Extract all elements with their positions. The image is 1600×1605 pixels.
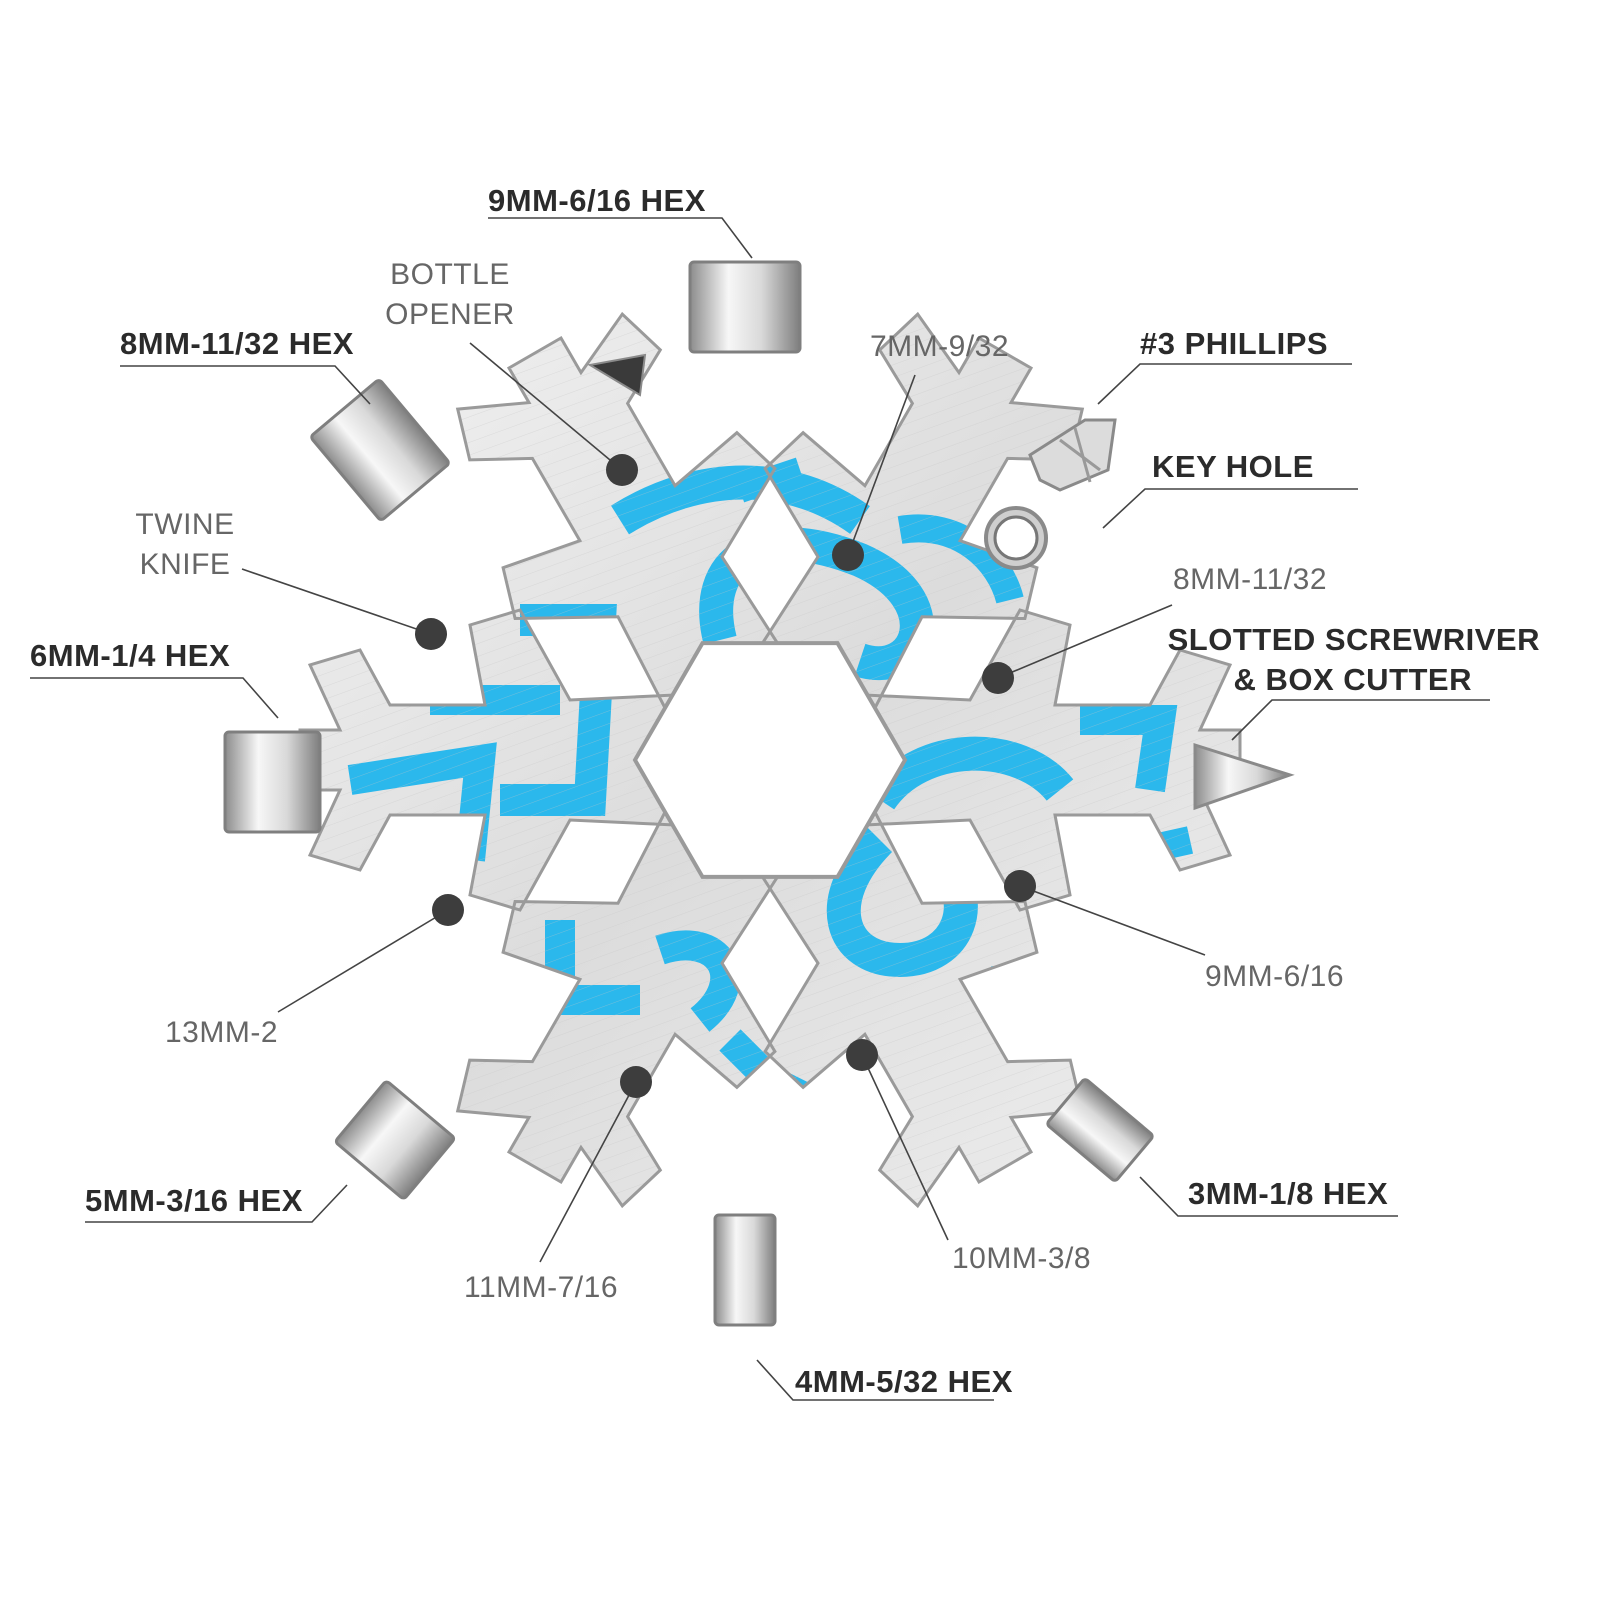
leader-slotted-screwdriver: [1231, 699, 1490, 741]
leader-13mm-wrench: [277, 909, 449, 1013]
leader-bottle-opener: [469, 342, 623, 471]
label-7mm-wrench: 7MM-9/32: [870, 330, 1010, 363]
dot-9mm-wrench: [1004, 870, 1036, 902]
label-twine-knife-line2: KNIFE: [139, 548, 231, 581]
label-twine-knife: TWINE KNIFE: [120, 505, 250, 585]
hex-bits: [223, 260, 1154, 1327]
dot-bottle-opener: [606, 454, 638, 486]
label-bottle-opener-line2: OPENER: [385, 298, 515, 331]
label-slotted-line1: SLOTTED SCREWRIVER: [1167, 622, 1540, 657]
leader-twine-knife: [241, 568, 432, 635]
label-key-hole: KEY HOLE: [1152, 449, 1314, 484]
blue-stripe: [413, 518, 477, 572]
label-13mm-wrench: 13MM-2: [165, 1016, 279, 1049]
dot-13mm-wrench: [432, 894, 464, 926]
leader-5mm-hex: [85, 1184, 348, 1223]
label-twine-knife-line1: TWINE: [135, 508, 235, 541]
label-3mm-hex: 3MM-1/8 HEX: [1188, 1176, 1389, 1211]
leader-9mm-hex-top: [488, 217, 753, 259]
label-slotted-line2: & BOX CUTTER: [1233, 662, 1472, 697]
leader-8mm-hex: [120, 365, 371, 405]
blue-stripe: [988, 966, 1092, 1004]
label-8mm-hex: 8MM-11/32 HEX: [120, 326, 354, 361]
key-hole-icon: [984, 506, 1048, 570]
leader-9mm-wrench: [1019, 885, 1206, 956]
hex-bit-9mm-icon: [688, 260, 802, 354]
leader-6mm-hex: [30, 677, 279, 719]
label-bottle-opener-line1: BOTTLE: [390, 258, 510, 291]
label-9mm-hex-top: 9MM-6/16 HEX: [488, 183, 706, 218]
leader-3mm-hex: [1139, 1176, 1398, 1217]
hex-bit-6mm-icon: [223, 730, 322, 834]
leader-10mm-wrench: [861, 1054, 949, 1241]
leader-7mm-wrench: [847, 374, 916, 556]
dot-7mm-wrench: [832, 539, 864, 571]
label-4mm-hex: 4MM-5/32 HEX: [795, 1364, 1013, 1399]
label-9mm-wrench: 9MM-6/16: [1205, 960, 1345, 993]
label-8mm-wrench: 8MM-11/32: [1173, 563, 1328, 596]
hex-bit-8mm-icon: [310, 379, 450, 521]
hex-bit-5mm-icon: [334, 1080, 456, 1200]
label-bottle-opener: BOTTLE OPENER: [370, 255, 530, 335]
label-5mm-hex: 5MM-3/16 HEX: [85, 1183, 303, 1218]
slotted-screwdriver-tip-icon: [1193, 742, 1295, 811]
leader-phillips: [1097, 363, 1352, 405]
label-slotted-screwdriver: SLOTTED SCREWRIVER & BOX CUTTER: [1120, 620, 1540, 700]
bottle-opener-blade-icon: [587, 353, 647, 397]
label-10mm-wrench: 10MM-3/8: [952, 1242, 1092, 1275]
dot-10mm-wrench: [846, 1039, 878, 1071]
blue-stripe: [378, 996, 522, 1044]
label-6mm-hex: 6MM-1/4 HEX: [30, 638, 231, 673]
center-hex-hole: [632, 641, 908, 879]
leader-8mm-wrench: [997, 604, 1173, 679]
callout-dots: [415, 454, 1036, 1098]
label-11mm-wrench: 11MM-7/16: [464, 1271, 619, 1304]
hex-bit-3mm-icon: [1046, 1078, 1154, 1182]
dot-11mm-wrench: [620, 1066, 652, 1098]
leader-4mm-hex: [756, 1359, 994, 1401]
dot-8mm-wrench: [982, 662, 1014, 694]
callout-leaders: [30, 217, 1490, 1401]
leader-11mm-wrench: [539, 1081, 637, 1263]
dot-twine-knife: [415, 618, 447, 650]
label-phillips: #3 PHILLIPS: [1140, 326, 1329, 361]
phillips-tip-icon: [1028, 418, 1117, 492]
leader-key-hole: [1102, 488, 1358, 529]
hex-bit-4mm-icon: [713, 1213, 777, 1327]
